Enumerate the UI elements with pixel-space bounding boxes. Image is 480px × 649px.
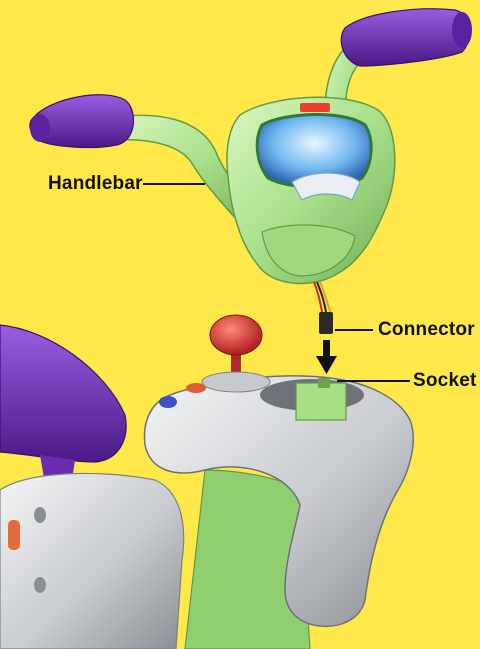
connector-label: Connector <box>378 319 475 341</box>
ride-on-body-left <box>0 473 184 649</box>
seat-illustration <box>0 325 126 480</box>
brand-badge <box>300 103 330 112</box>
socket-label: Socket <box>413 370 477 392</box>
socket-illustration <box>296 383 346 420</box>
connector-wire <box>314 282 333 334</box>
grip-illustration <box>341 9 472 66</box>
arrow-down-icon <box>316 340 337 374</box>
gear-shift-knob-illustration <box>202 315 270 392</box>
connector-plug <box>319 312 333 334</box>
handlebar-assembly <box>30 9 472 284</box>
handlebar-label: Handlebar <box>48 173 143 195</box>
grip-illustration <box>30 95 134 148</box>
